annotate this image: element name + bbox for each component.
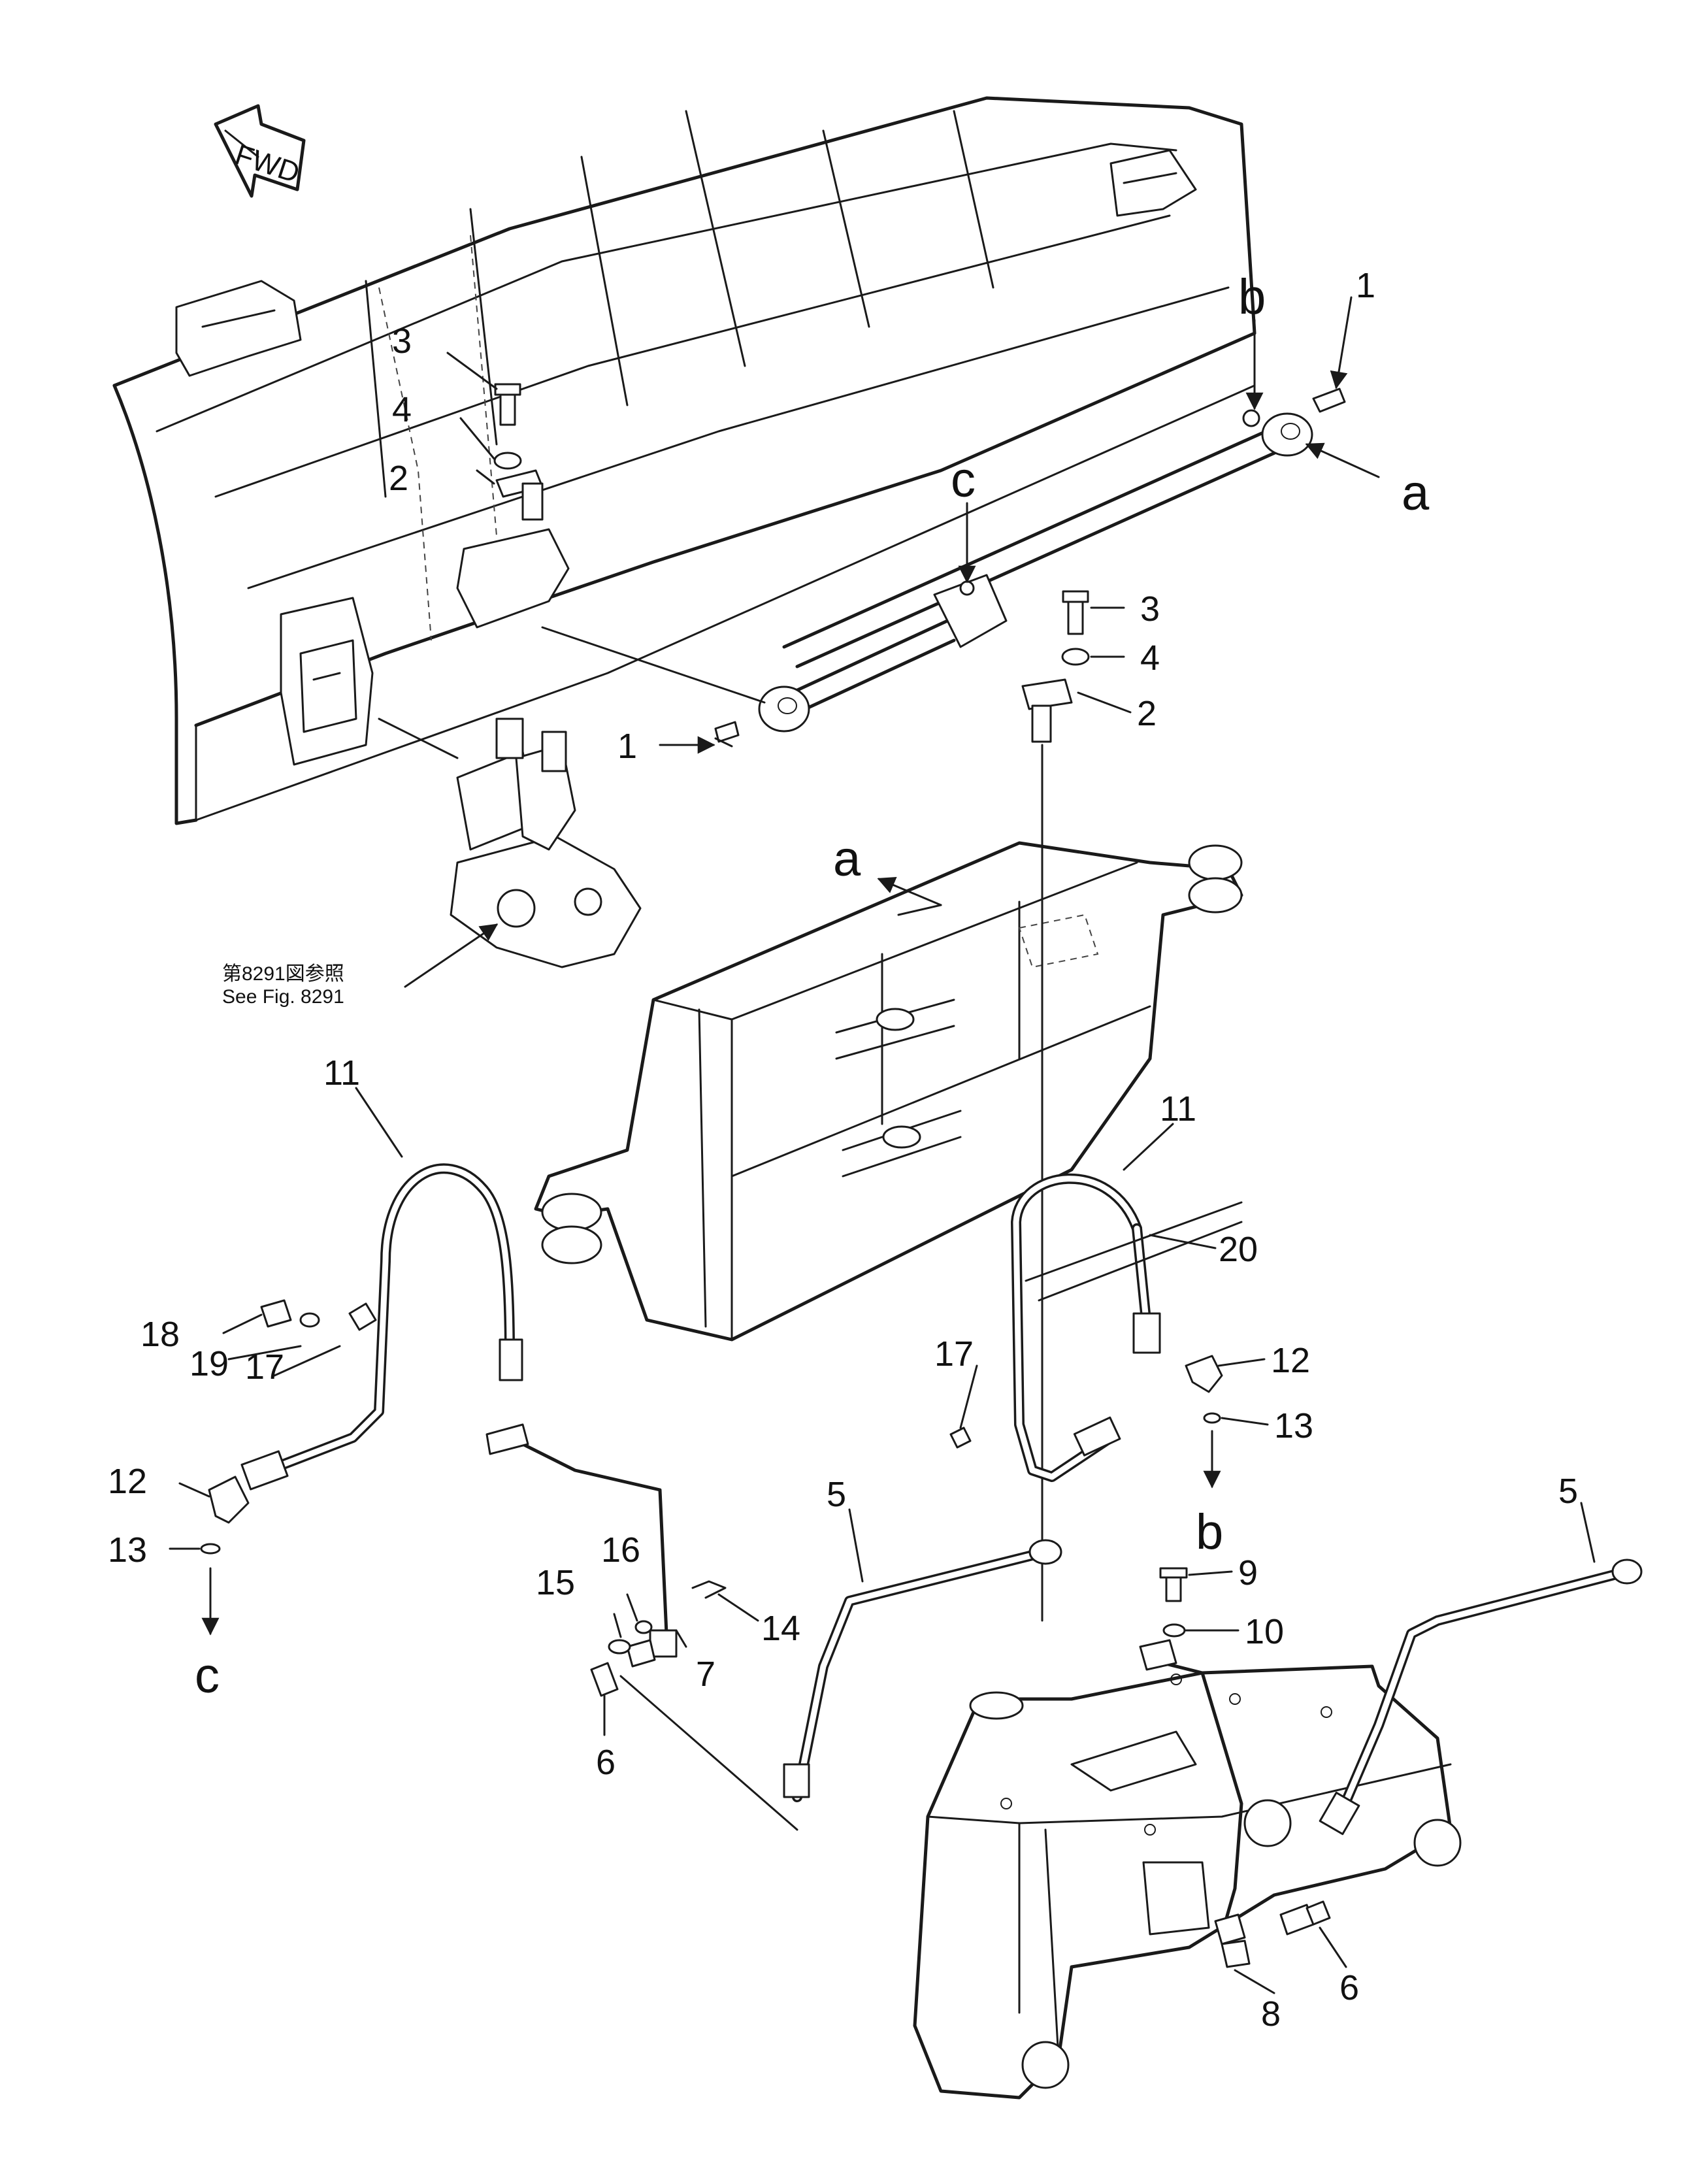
callout-4-left: 4 [392,390,412,429]
callout-17-left: 17 [245,1347,284,1387]
leader-lines [169,296,1596,1994]
hose-left [200,1163,523,1555]
callout-1-left: 1 [617,727,637,766]
ref-a-frame: a [833,831,861,887]
ref-b-bottom: b [1196,1504,1223,1560]
hose-5-left [783,1539,1062,1802]
callout-1-top: 1 [1356,266,1375,305]
elbow-fitting-right [949,1355,1223,1449]
pin-bolt-set-left [493,383,544,521]
callout-4-right: 4 [1140,638,1160,678]
callout-15: 15 [536,1563,575,1602]
ball-joint-assembly [378,626,766,988]
callout-3-left: 3 [392,322,412,361]
callout-5-left: 5 [827,1475,846,1514]
callout-10: 10 [1245,1612,1284,1651]
fwd-label: FWD [231,139,303,190]
pipe-left [485,1423,798,1831]
callouts: 1 1 2 2 3 3 4 4 5 5 6 6 7 8 9 10 11 11 1… [108,266,1578,2034]
callout-9: 9 [1238,1553,1258,1592]
connector-right [1221,1900,1331,1968]
pipe-right [1139,1639,1246,1945]
ref-a-right: a [1402,465,1430,521]
callout-3-right: 3 [1140,589,1160,629]
dozer-blade [112,96,1256,825]
mounting-bracket [913,1664,1462,2100]
clamp-left [260,1299,377,1331]
callout-7: 7 [696,1655,715,1694]
callout-19: 19 [189,1344,229,1383]
fwd-arrow-icon: FWD [214,104,306,198]
grease-fitting-right [1312,388,1346,413]
callout-20: 20 [1219,1230,1258,1269]
grease-fitting-left [714,721,740,743]
ref-c-top: c [951,452,976,508]
callout-2-right: 2 [1137,694,1157,733]
see-figure-japanese: 第8291図参照 [222,963,344,985]
bolt-9-set [1159,1567,1188,1638]
callout-12-left: 12 [108,1462,147,1501]
callout-6-left: 6 [596,1743,616,1782]
hose-right [1011,1173,1243,1482]
tilt-cylinder [758,409,1313,733]
callout-5-right: 5 [1558,1472,1578,1511]
reference-letters: b c a a b c [195,269,1430,1704]
dozer-frame [534,841,1243,1342]
callout-8: 8 [1261,1994,1281,2034]
callout-13-left: 13 [108,1530,147,1570]
callout-14: 14 [761,1609,800,1648]
callout-17-right: 17 [934,1334,974,1374]
callout-11-right: 11 [1160,1089,1196,1129]
see-figure-english: See Fig. 8291 [222,986,344,1008]
callout-13-right: 13 [1274,1406,1313,1445]
callout-16: 16 [601,1530,640,1570]
ref-b-top: b [1238,269,1266,325]
callout-18: 18 [140,1315,180,1354]
callout-11-left: 11 [323,1053,360,1093]
ref-c-bottom: c [195,1648,220,1704]
callout-12-right: 12 [1271,1341,1310,1380]
callout-6-right: 6 [1339,1968,1359,2007]
hose-5-right [1319,1559,1643,1836]
callout-2-left: 2 [389,459,408,498]
